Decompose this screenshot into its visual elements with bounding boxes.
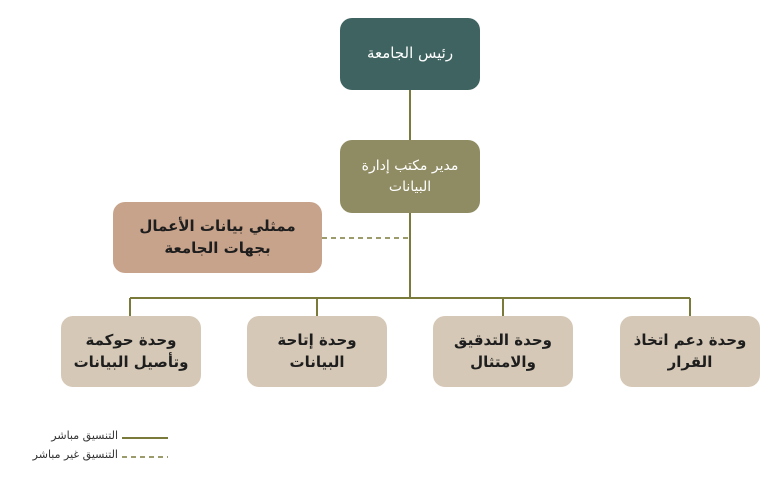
legend-direct-label: التنسيق مباشر bbox=[51, 429, 118, 442]
unit-data-access-box: وحدة إتاحة البيانات bbox=[247, 316, 387, 387]
representatives-box: ممثلي بيانات الأعمال بجهات الجامعة bbox=[113, 202, 322, 273]
president-label: رئيس الجامعة bbox=[366, 44, 454, 63]
unit-audit-compliance-label: وحدة التدقيق والامتثال bbox=[454, 330, 552, 371]
director-label: مدير مكتب إدارة البيانات bbox=[361, 158, 459, 195]
unit-decision-support-box: وحدة دعم اتخاذ القرار bbox=[620, 316, 760, 387]
director-box: مدير مكتب إدارة البيانات bbox=[340, 140, 480, 213]
unit-decision-support-label: وحدة دعم اتخاذ القرار bbox=[633, 330, 747, 371]
legend-indirect-label: التنسيق غير مباشر bbox=[32, 448, 118, 461]
unit-data-governance-box: وحدة حوكمة وتأصيل البيانات bbox=[61, 316, 201, 387]
president-box: رئيس الجامعة bbox=[340, 18, 480, 90]
unit-audit-compliance-box: وحدة التدقيق والامتثال bbox=[433, 316, 573, 387]
representatives-label: ممثلي بيانات الأعمال بجهات الجامعة bbox=[139, 216, 296, 257]
unit-data-access-label: وحدة إتاحة البيانات bbox=[277, 330, 357, 371]
unit-data-governance-label: وحدة حوكمة وتأصيل البيانات bbox=[73, 330, 189, 371]
